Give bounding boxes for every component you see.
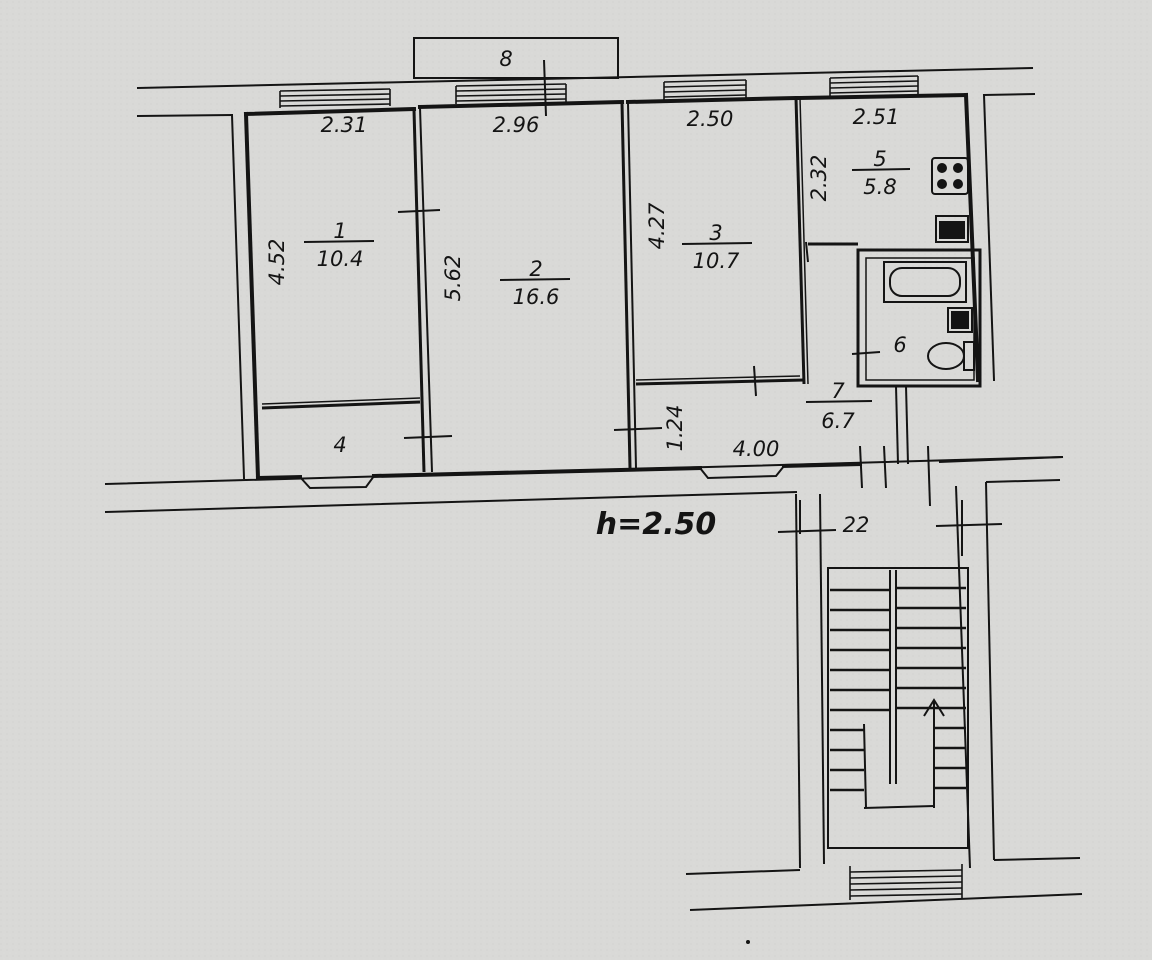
entrance-grille	[849, 864, 963, 900]
room-area: 10.4	[317, 247, 364, 271]
room-area: 6.7	[821, 409, 855, 433]
ceiling-height-label: h=2.50	[596, 507, 717, 542]
balcony-door-mark	[543, 59, 547, 117]
room-5-label: 5 5.8	[851, 147, 911, 199]
kitchen-sink-icon	[935, 215, 969, 243]
door-marks	[397, 209, 881, 439]
dim-hall-width: 4.00	[733, 437, 780, 461]
window-room1	[279, 88, 391, 108]
room-7-label: 7 6.7	[805, 379, 873, 433]
room-3-label: 3 10.7	[681, 221, 753, 273]
room-4-label: 4	[333, 433, 346, 457]
staircase	[685, 445, 1083, 911]
dim-room2-width: 2.96	[493, 113, 540, 137]
dim-room5-width: 2.51	[853, 105, 900, 129]
dimension-labels: 2.31 2.96 2.50 2.51 4.52 5.62 4.27 2.32 …	[265, 105, 899, 461]
room-area: 5.8	[863, 175, 896, 199]
dim-room3-width: 2.50	[687, 107, 734, 131]
balcony	[413, 37, 619, 79]
dim-room5-depth: 2.32	[807, 155, 831, 202]
room-number: 1	[333, 219, 346, 243]
balcony-number: 8	[499, 47, 512, 71]
stove-icon	[931, 157, 969, 195]
windows	[279, 59, 919, 117]
dim-room1-width: 2.31	[321, 113, 368, 137]
room-6-label: 6	[893, 333, 906, 357]
room-area: 10.7	[693, 249, 740, 273]
room-number: 5	[873, 147, 886, 171]
room-1-label: 1 10.4	[303, 219, 375, 271]
dim-room2-depth: 5.62	[441, 255, 465, 302]
toilet-icon	[927, 341, 975, 371]
room-area: 16.6	[513, 285, 560, 309]
window-room3	[663, 79, 747, 100]
room-number: 3	[709, 221, 722, 245]
outer-walls	[104, 66, 1064, 514]
stair-landing-number: 22	[843, 513, 870, 537]
interior-walls	[261, 97, 982, 473]
room-number: 6	[893, 333, 906, 357]
bathroom-sink-icon	[947, 307, 973, 333]
window-kitchen	[829, 75, 919, 96]
landing-door-marks	[777, 445, 1003, 556]
dim-hall-depth: 1.24	[663, 405, 687, 452]
stair-up-arrow-icon	[923, 698, 945, 790]
room-number: 7	[831, 379, 845, 403]
room-number: 2	[529, 257, 542, 281]
room-number: 4	[333, 433, 346, 457]
dim-room1-depth: 4.52	[265, 239, 289, 286]
dim-room3-depth: 4.27	[645, 202, 669, 249]
ink-dot	[746, 940, 750, 944]
room-2-label: 2 16.6	[499, 257, 571, 309]
bathtub-icon	[883, 261, 967, 303]
window-room2	[455, 83, 567, 104]
